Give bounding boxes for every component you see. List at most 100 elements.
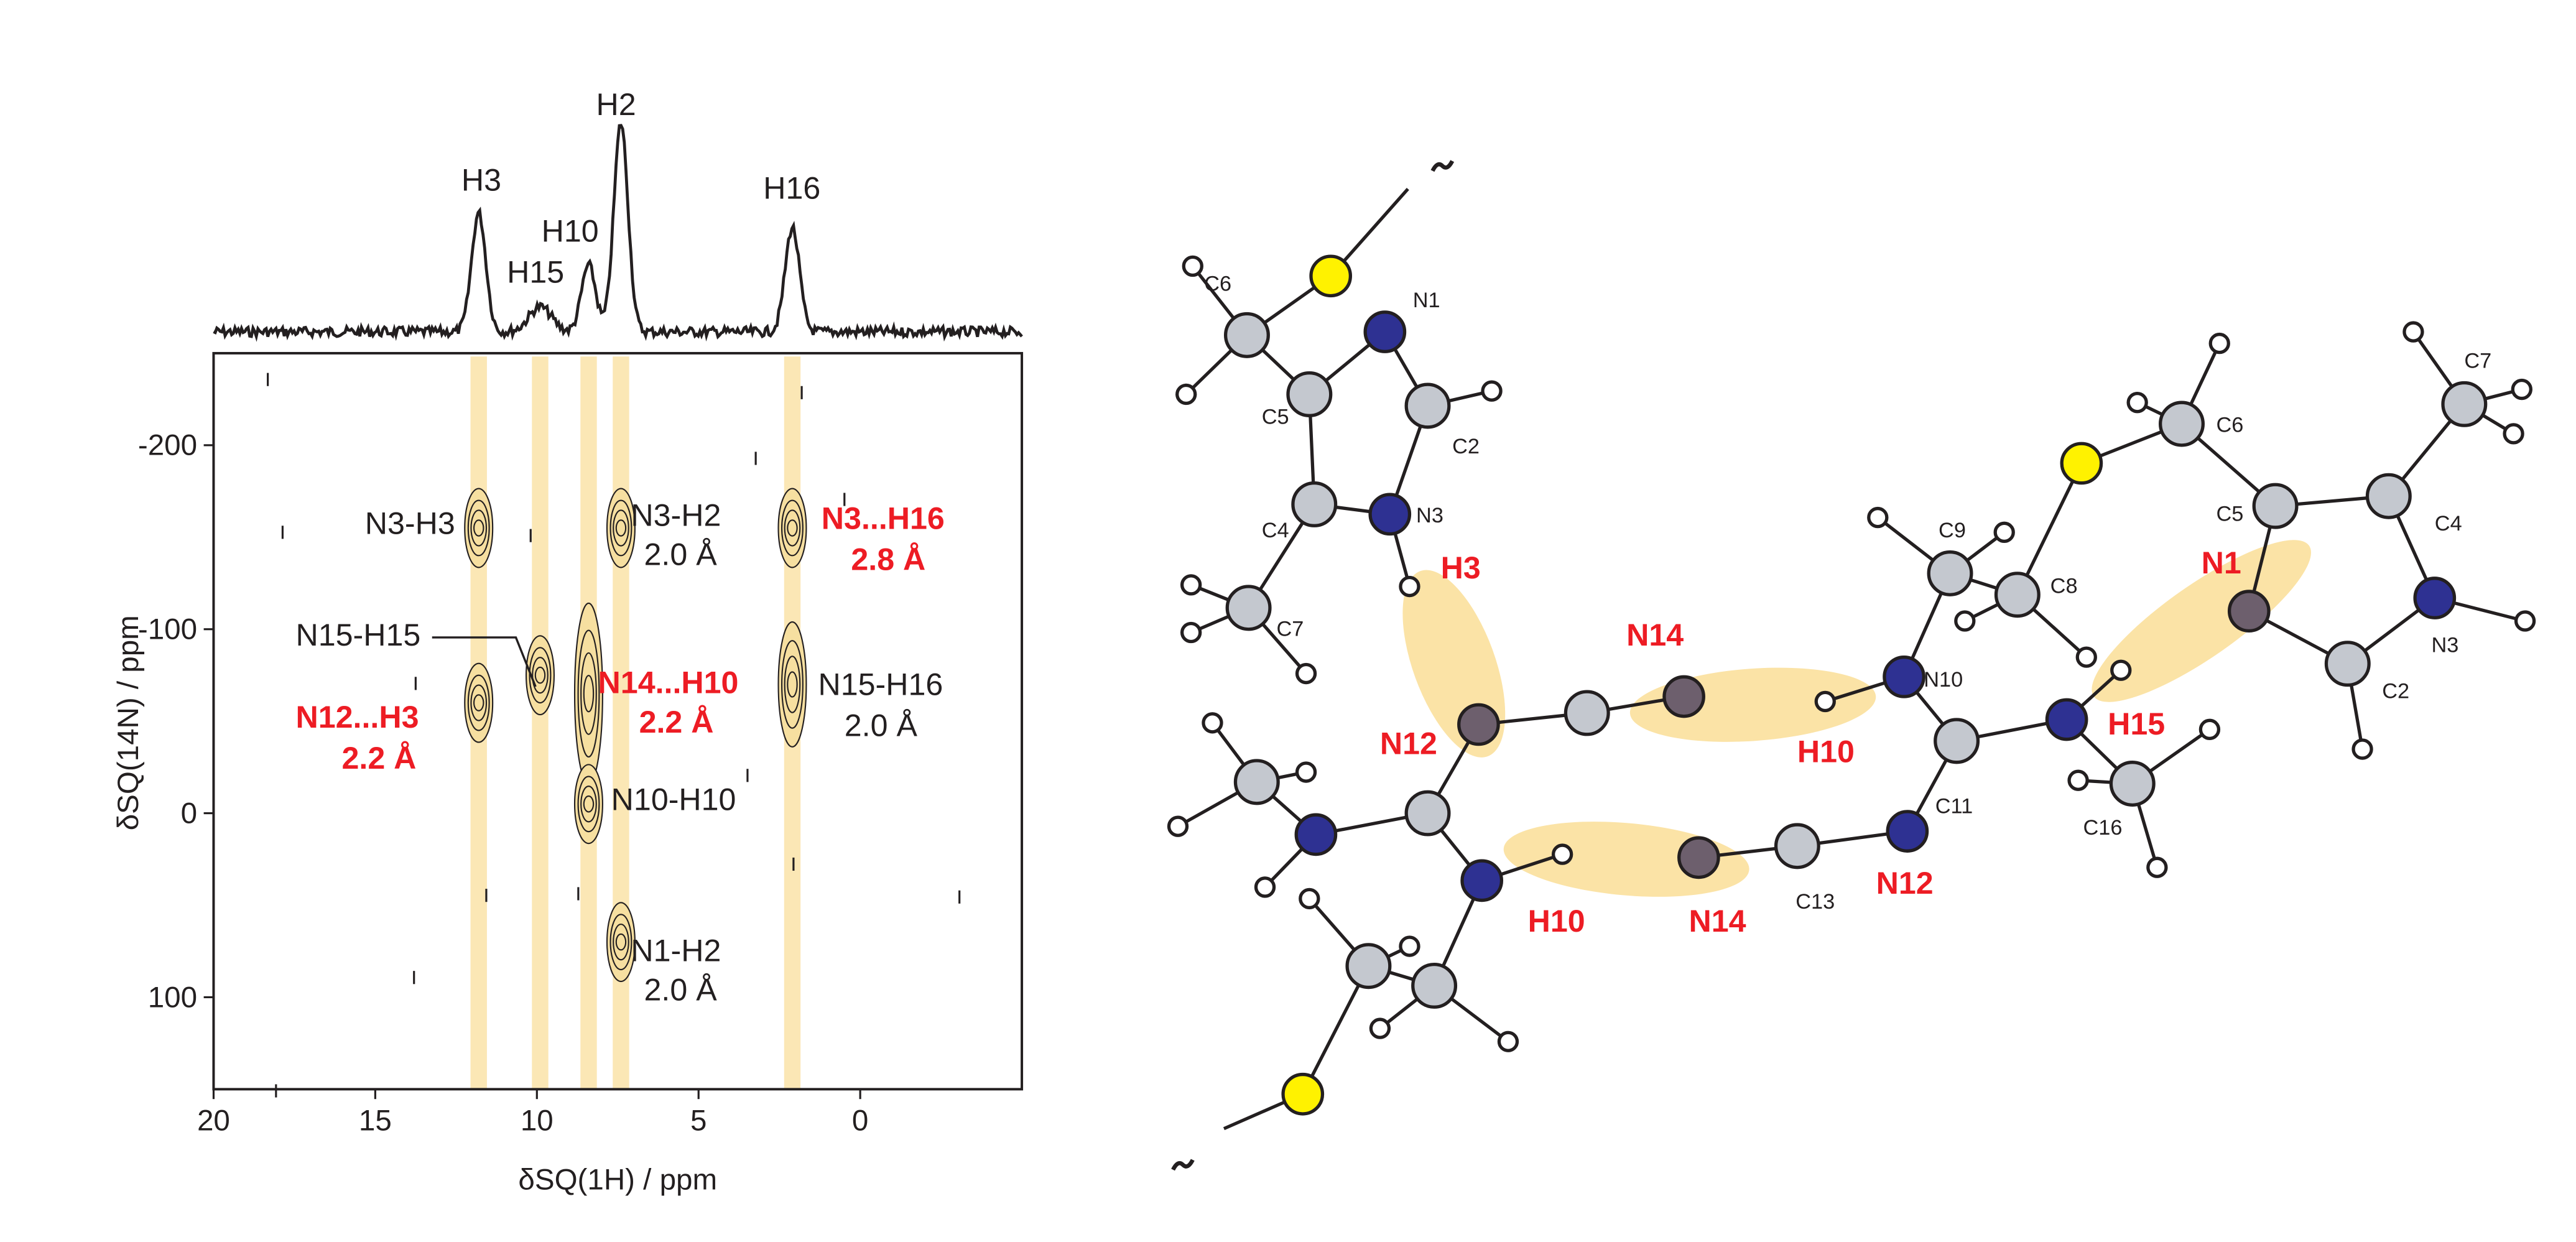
hydrogen-atom xyxy=(1993,521,2015,544)
hydrogen-atom xyxy=(2198,718,2221,741)
hbond-atom-label: N1 xyxy=(2202,545,2241,580)
contour xyxy=(784,656,801,713)
hydrogen-atom xyxy=(1481,380,1503,402)
highlighted-nitrogen-atom xyxy=(1457,703,1500,746)
hydrogen-atom xyxy=(1814,690,1836,713)
y-tick-label: 100 xyxy=(148,981,197,1014)
hydrogen-atom xyxy=(1369,1017,1391,1039)
carbon-atom xyxy=(1286,371,1333,417)
nitrogen-atom xyxy=(1460,859,1504,902)
contour xyxy=(534,666,546,684)
x-tick-label: 0 xyxy=(852,1104,868,1137)
cross-peak-label: N14...H10 xyxy=(598,665,739,700)
atom-label: C5 xyxy=(2216,502,2243,526)
x-tick-label: 5 xyxy=(690,1104,707,1137)
hbond-atom-label: H15 xyxy=(2108,707,2165,741)
hbond-atom-label: N14 xyxy=(1689,904,1746,938)
contour xyxy=(583,675,595,713)
bond xyxy=(1301,965,1370,1095)
hbond-atom-label: H10 xyxy=(1797,735,1855,769)
sulfur-atom xyxy=(1281,1072,1325,1116)
atom-label: C2 xyxy=(2382,680,2409,703)
hydrogen-atom xyxy=(1399,935,1420,957)
hydrogen-atom xyxy=(2514,610,2536,632)
cross-peak-label: N15-H16 xyxy=(818,667,943,702)
x-tick-label: 10 xyxy=(521,1104,554,1137)
carbon-atom xyxy=(1345,943,1392,989)
hydrogen-atom xyxy=(2503,423,2524,445)
contour xyxy=(613,509,629,547)
highlighted-nitrogen-atom xyxy=(2227,590,2271,633)
bond xyxy=(2016,462,2083,596)
atom-label: C7 xyxy=(2464,350,2491,373)
atom-label: C11 xyxy=(1935,795,1973,818)
contour xyxy=(470,509,488,547)
nitrogen-atom xyxy=(1368,493,1412,536)
contour xyxy=(609,914,632,971)
contour xyxy=(613,924,629,961)
hbond-atom-label: H10 xyxy=(1528,904,1585,938)
distance-label: 2.8 Å xyxy=(851,542,925,577)
hbond-atom-label: N12 xyxy=(1380,726,1437,761)
contour xyxy=(532,657,549,694)
atom-label: C6 xyxy=(1204,272,1231,296)
contour xyxy=(781,499,804,557)
hydrogen-atom xyxy=(1295,662,1317,685)
distance-label: 2.0 Å xyxy=(644,973,718,1008)
contour xyxy=(787,671,798,698)
hydrogen-atom xyxy=(1180,574,1202,596)
contour xyxy=(615,933,627,951)
hbond-atom-label: H3 xyxy=(1441,550,1481,585)
hydrogen-atom xyxy=(1254,876,1276,898)
carbon-atom xyxy=(2109,761,2156,807)
leader-line xyxy=(432,636,537,687)
projection-spectrum xyxy=(213,124,1023,342)
contour xyxy=(577,776,600,833)
atom-label: C2 xyxy=(1452,435,1480,458)
contour xyxy=(580,786,597,823)
nitrogen-atom xyxy=(2413,577,2457,619)
peak-label: H16 xyxy=(763,171,820,206)
carbon-atom xyxy=(1564,690,1610,736)
contour xyxy=(787,519,798,537)
hydrogen-atom xyxy=(1299,887,1320,910)
contour xyxy=(467,499,490,557)
contour xyxy=(781,640,804,729)
x-tick-label: 20 xyxy=(197,1104,230,1137)
atom-label: C8 xyxy=(2050,575,2078,598)
distance-label: 2.0 Å xyxy=(845,708,918,743)
hydrogen-atom xyxy=(1202,712,1223,734)
atom-label: C13 xyxy=(1795,890,1835,914)
hydrogen-atom xyxy=(1551,843,1573,865)
hydrogen-atom xyxy=(2075,646,2097,668)
hydrogen-atom xyxy=(2351,738,2373,760)
y-tick-label: 0 xyxy=(181,797,197,830)
hydrogen-atom xyxy=(1295,761,1317,783)
contour xyxy=(609,499,632,557)
carbon-atom xyxy=(2252,483,2299,529)
carbon-atom xyxy=(1233,759,1280,805)
carbon-atom xyxy=(1927,550,1973,596)
peak-label: H2 xyxy=(596,87,636,122)
atom-label: N1 xyxy=(1413,289,1440,312)
contour xyxy=(473,694,484,711)
hydrogen-atom xyxy=(1182,255,1203,277)
cross-peak-label: N12...H3 xyxy=(296,700,419,735)
carbon-atom xyxy=(1411,962,1458,1009)
carbon-atom xyxy=(1994,572,2041,618)
peak-label: H3 xyxy=(461,162,501,197)
distance-label: 2.2 Å xyxy=(639,705,714,739)
hbond-atom-label: N14 xyxy=(1626,618,1684,652)
carbon-atom xyxy=(1223,312,1270,358)
plot-frame xyxy=(212,351,1024,1091)
nitrogen-atom xyxy=(1294,813,1338,856)
hydrogen-atom xyxy=(1175,383,1197,406)
distance-label: 2.0 Å xyxy=(644,537,718,572)
sulfur-atom xyxy=(2060,442,2103,485)
contour xyxy=(467,674,490,731)
nitrogen-atom xyxy=(1363,310,1407,353)
carbon-atom xyxy=(2159,401,2205,447)
nitrogen-atom xyxy=(1883,655,1925,698)
